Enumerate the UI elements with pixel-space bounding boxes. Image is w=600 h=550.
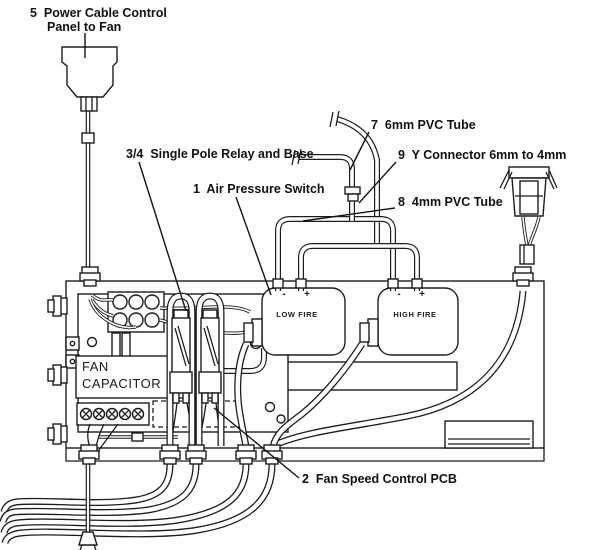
high-fire-pressure-switch: - + HIGH FIRE — [377, 287, 459, 356]
part-label-3-4-relay: 3/4 Single Pole Relay and Base — [126, 147, 314, 161]
stub-collars — [272, 278, 423, 289]
callout-labels: 5 Power Cable Control Panel to Fan 3/4 S… — [30, 6, 566, 486]
right-plug-assembly — [499, 166, 558, 265]
switch-side-ports — [243, 318, 379, 347]
single-pole-relay-1 — [169, 309, 193, 404]
inline-cylinder — [519, 244, 535, 265]
part-label-5-line1: 5 Power Cable Control — [30, 6, 167, 20]
output-tubes-below-panel — [3, 464, 272, 543]
terminal-block — [107, 291, 165, 333]
part-label-8-4mm-pvc-tube: 8 4mm PVC Tube — [398, 195, 503, 209]
low-fire-minus-mark: - — [282, 289, 285, 300]
callout-leader-lines — [84, 33, 397, 479]
panel-recess-plate — [262, 361, 458, 391]
low-fire-label: LOW FIRE — [276, 310, 317, 319]
power-plug-connector — [61, 46, 118, 112]
high-fire-minus-mark: - — [397, 289, 400, 300]
high-fire-label: HIGH FIRE — [393, 310, 436, 319]
fan-capacitor-label-line2: CAPACITOR — [82, 376, 161, 391]
cable-end-flare — [78, 531, 98, 546]
low-fire-plus-mark: + — [304, 289, 310, 300]
tube-cut-end-marks — [291, 110, 340, 166]
part-label-2-fan-speed-pcb: 2 Fan Speed Control PCB — [302, 472, 457, 486]
part-label-9-y-connector: 9 Y Connector 6mm to 4mm — [398, 148, 566, 162]
plug-wing-flares — [499, 169, 558, 190]
high-fire-plus-mark: + — [419, 289, 425, 300]
fan-capacitor-label-line1: FAN — [82, 359, 109, 374]
cable-joint-collar — [81, 132, 95, 144]
name-plate — [444, 420, 534, 449]
cable-collar — [131, 432, 144, 442]
pcb-hole — [264, 401, 276, 413]
power-cable — [78, 111, 98, 550]
tube-6mm-branch — [337, 119, 377, 243]
part-label-7-6mm-pvc-tube: 7 6mm PVC Tube — [371, 118, 476, 132]
y-connector-6mm-to-4mm — [344, 186, 361, 202]
part-label-5-line2: Panel to Fan — [47, 20, 121, 34]
screw-terminal-strip — [76, 402, 150, 426]
single-pole-relay-2 — [198, 309, 222, 404]
part-label-1-air-pressure-switch: 1 Air Pressure Switch — [193, 182, 325, 196]
pcb-hole-2 — [276, 414, 286, 424]
low-fire-pressure-switch: - + LOW FIRE — [261, 287, 346, 356]
